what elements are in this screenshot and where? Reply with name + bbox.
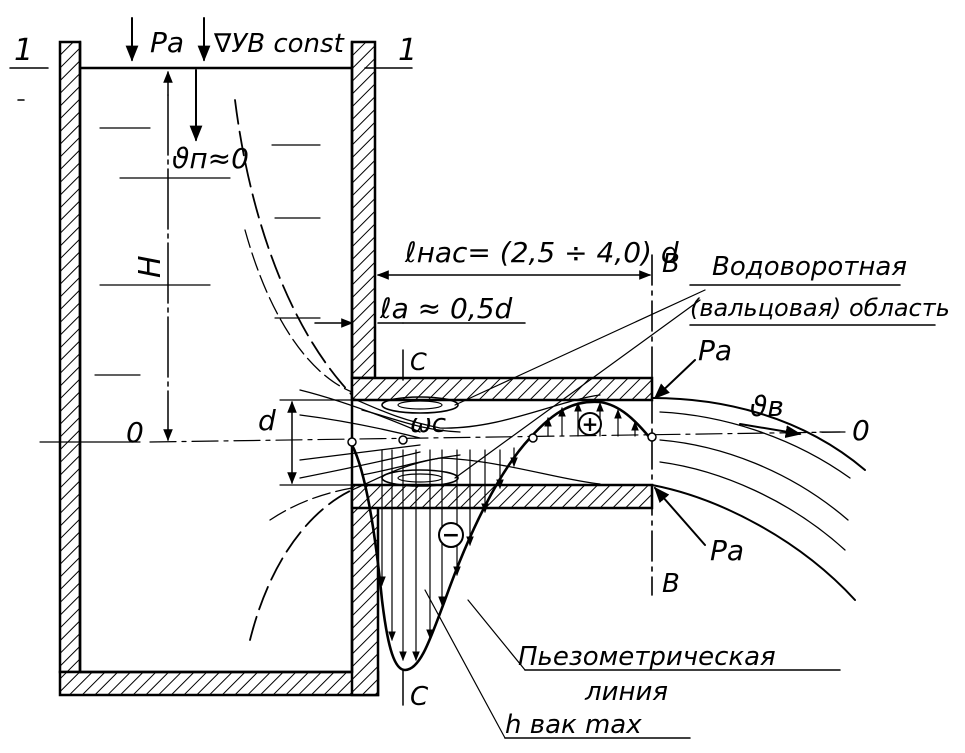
minus-sign: − [442,523,460,548]
velocity-out-label: ϑв [750,390,784,423]
top-pressure-arrows [125,17,211,142]
vortex-lower [381,469,459,487]
section-c-bottom-label: C [410,682,429,712]
exit-pressure-arrows [653,359,706,546]
water-surface [9,66,413,376]
datum-right-label: 0 [852,414,870,447]
vortex-leaders [454,284,936,479]
vortex-label-line1: Водоворотная [712,252,907,282]
vacuum-arrows [378,447,518,661]
pressure-lower-label: Pa [710,534,744,567]
datum-axis [39,431,846,443]
stream-lines [234,99,601,641]
section-c-top-label: C [410,348,427,376]
section-1-left: 1 [14,33,33,68]
sign-markers: + − [438,412,602,548]
velocity-tank-label: ϑп≈0 [172,142,249,175]
section-b-bottom-label: В [662,569,680,599]
nozzle-upper-wall [350,376,654,402]
h-vac-max-label: h вак max [505,710,642,740]
section-1-right: 1 [398,33,417,68]
vortex-label-line2: (вальцовая) область [690,294,950,322]
bottom-leaders [424,589,841,739]
tank-walls [58,40,380,697]
labels: 1 1 Pa ∇УВ const ϑп≈0 H 0 0 d ωc C C ℓна… [14,26,950,740]
diameter-label: d [258,404,276,437]
pressure-top-label: Pa [150,26,184,59]
level-const-label: ∇УВ const [213,29,345,59]
datum-left-label: 0 [126,416,144,449]
outflow-jet [651,397,866,601]
minus-circle [438,522,464,548]
tank-right-wall-lower [350,486,380,697]
l-a-label: ℓa ≈ 0,5d [379,292,513,325]
nozzle-lower-wall [350,483,654,510]
omega-c-label: ωc [410,409,446,439]
nozzle [350,376,654,510]
piezometric-line [347,400,657,672]
tank-left-wall [58,40,82,674]
section-b-top-label: В [662,249,680,279]
piezo-label-line1: Пьезометрическая [518,642,776,672]
plus-circle [578,412,602,436]
tank-bottom-wall [58,670,380,697]
piezo-label-line2: линия [584,677,668,707]
tank-right-wall-upper [350,40,377,380]
piezo-curve [350,400,652,672]
pressure-upper-label: Pa [698,334,732,367]
l-nas-label: ℓнас= (2,5 ÷ 4,0) d [404,236,679,269]
diameter-dimension [279,399,353,486]
plus-sign: + [582,412,599,436]
vortex-upper [381,396,459,414]
head-label: H [133,255,168,278]
